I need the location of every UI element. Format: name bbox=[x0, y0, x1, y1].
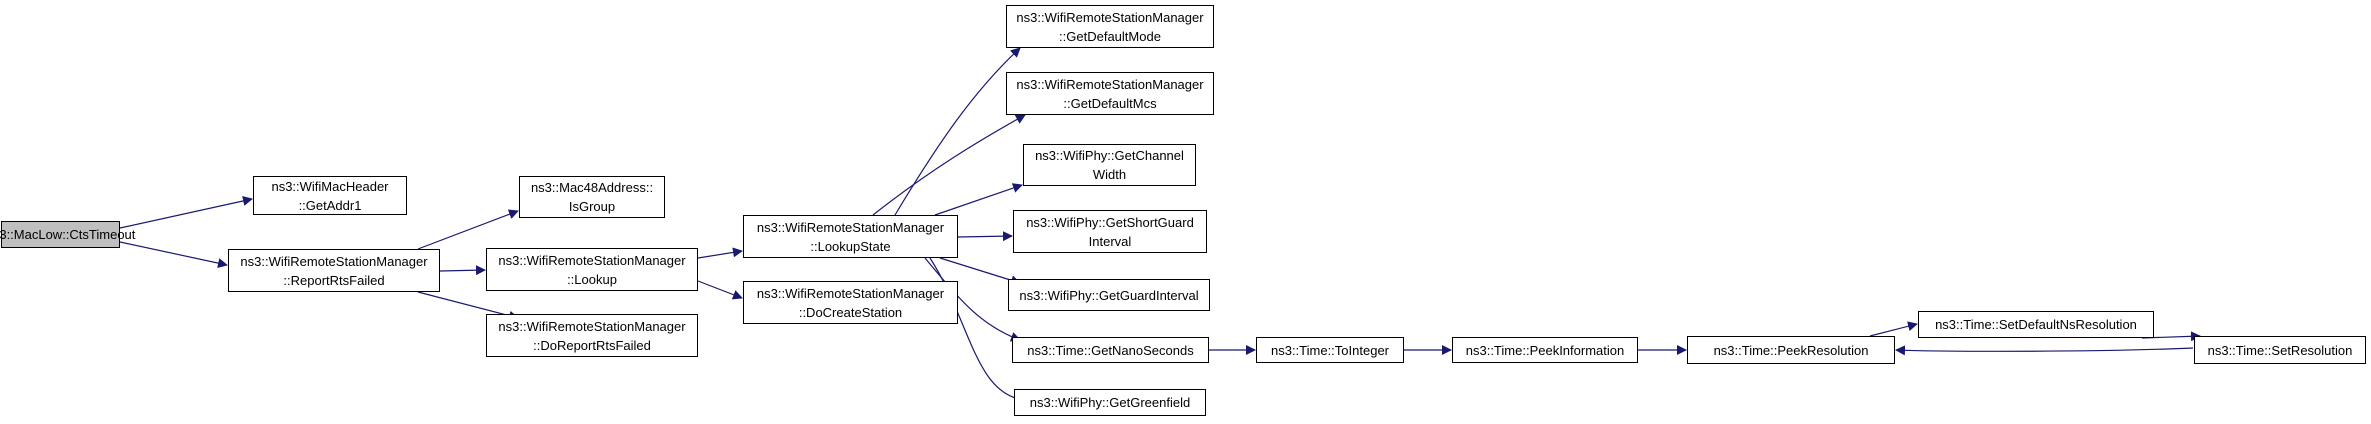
node-label: ::GetDefaultMcs bbox=[1063, 95, 1157, 111]
node-label: ns3::Time::GetNanoSeconds bbox=[1027, 342, 1194, 358]
node-label: ::GetAddr1 bbox=[298, 197, 362, 213]
node-getdefaultmode[interactable]: ns3::WifiRemoteStationManager::GetDefaul… bbox=[1006, 5, 1214, 48]
node-setdefaultnsresolution[interactable]: ns3::Time::SetDefaultNsResolution bbox=[1918, 311, 2154, 338]
edge-peekresolution-to-setdefaultnsresolution bbox=[1869, 321, 1918, 337]
node-label: ns3::WifiRemoteStationManager bbox=[1016, 9, 1204, 25]
node-getdefaultmcs[interactable]: ns3::WifiRemoteStationManager::GetDefaul… bbox=[1006, 72, 1214, 115]
edge-lookupstate-to-getshortguardinterval bbox=[957, 231, 1013, 242]
node-label: ::ReportRtsFailed bbox=[283, 272, 385, 288]
node-label: ns3::WifiRemoteStationManager bbox=[756, 219, 945, 235]
node-label: ns3::WifiMacHeader bbox=[271, 178, 389, 194]
node-label: Width bbox=[1092, 167, 1127, 182]
edge-lookup-to-lookupstate bbox=[697, 247, 743, 259]
node-getnanoseconds[interactable]: ns3::Time::GetNanoSeconds bbox=[1012, 337, 1209, 363]
edge-reportrtsfailed-to-lookup bbox=[439, 265, 486, 276]
node-label: IsGroup bbox=[568, 199, 616, 214]
node-ctstimeout: ns3::MacLow::CtsTimeout bbox=[0, 221, 135, 248]
node-getgreenfield[interactable]: ns3::WifiPhy::GetGreenfield bbox=[1014, 389, 1206, 416]
edge-lookup-to-docreatestation bbox=[697, 280, 743, 300]
node-isgroup[interactable]: ns3::Mac48Address::IsGroup bbox=[519, 176, 665, 218]
node-lookup[interactable]: ns3::WifiRemoteStationManager::Lookup bbox=[486, 248, 698, 291]
edge-setresolution-to-peekresolution bbox=[1895, 345, 2194, 356]
node-label: ::DoReportRtsFailed bbox=[533, 337, 651, 353]
node-label: ::Lookup bbox=[567, 271, 617, 287]
node-reportrtsfailed[interactable]: ns3::WifiRemoteStationManager::ReportRts… bbox=[228, 249, 440, 292]
node-getguardinterval[interactable]: ns3::WifiPhy::GetGuardInterval bbox=[1008, 279, 1210, 311]
node-tointeger[interactable]: ns3::Time::ToInteger bbox=[1256, 337, 1404, 363]
node-label: ns3::WifiPhy::GetChannel bbox=[1035, 148, 1184, 163]
edge-lookupstate-to-getdefaultmode bbox=[894, 47, 1021, 216]
node-label: Interval bbox=[1088, 233, 1132, 249]
edge-reportrtsfailed-to-doreportrtsfailed bbox=[417, 291, 519, 321]
node-doreportrtsfailed[interactable]: ns3::WifiRemoteStationManager::DoReportR… bbox=[486, 314, 698, 357]
node-label: ns3::Time::PeekInformation bbox=[1465, 342, 1625, 358]
node-label: ns3::Time::SetDefaultNsResolution bbox=[1935, 317, 2137, 332]
node-docreatestation[interactable]: ns3::WifiRemoteStationManager::DoCreateS… bbox=[743, 281, 958, 324]
edge-lookupstate-to-getguardinterval bbox=[939, 257, 1021, 286]
edge-lookupstate-to-getdefaultmcs bbox=[872, 114, 1026, 216]
node-setresolution[interactable]: ns3::Time::SetResolution bbox=[2194, 336, 2366, 364]
node-label: ns3::Mac48Address:: bbox=[530, 180, 654, 195]
node-label: ::GetDefaultMode bbox=[1059, 28, 1161, 44]
edge-ctstimeout-to-reportrtsfailed bbox=[119, 241, 228, 268]
node-label: ns3::WifiRemoteStationManager bbox=[240, 253, 428, 269]
node-label: ns3::WifiRemoteStationManager bbox=[756, 285, 945, 301]
node-label: ns3::Time::SetResolution bbox=[2207, 342, 2353, 358]
node-label: ns3::Time::ToInteger bbox=[1270, 342, 1389, 358]
edge-lookupstate-to-getchannelwidth bbox=[934, 183, 1023, 216]
node-label: ns3::WifiPhy::GetGreenfield bbox=[1029, 395, 1191, 410]
node-label: ::DoCreateStation bbox=[798, 304, 903, 320]
edge-reportrtsfailed-to-isgroup bbox=[417, 209, 519, 250]
node-label: ns3::WifiRemoteStationManager bbox=[498, 318, 686, 334]
node-peekresolution[interactable]: ns3::Time::PeekResolution bbox=[1687, 336, 1895, 364]
node-label: ns3::WifiRemoteStationManager bbox=[1016, 76, 1204, 92]
node-label: ns3::WifiRemoteStationManager bbox=[498, 252, 686, 268]
node-label: ns3::MacLow::CtsTimeout bbox=[0, 227, 136, 242]
node-label: ns3::WifiPhy::GetShortGuard bbox=[1026, 214, 1194, 230]
node-label: ns3::WifiPhy::GetGuardInterval bbox=[1019, 287, 1199, 303]
edge-lookupstate-to-getnanoseconds bbox=[924, 257, 1021, 342]
node-peekinformation[interactable]: ns3::Time::PeekInformation bbox=[1452, 337, 1638, 363]
node-label: ::LookupState bbox=[810, 238, 891, 254]
edge-ctstimeout-to-getaddr1 bbox=[119, 196, 253, 229]
node-getaddr1[interactable]: ns3::WifiMacHeader::GetAddr1 bbox=[253, 176, 407, 215]
node-lookupstate[interactable]: ns3::WifiRemoteStationManager::LookupSta… bbox=[743, 215, 958, 258]
node-label: ns3::Time::PeekResolution bbox=[1713, 342, 1869, 358]
